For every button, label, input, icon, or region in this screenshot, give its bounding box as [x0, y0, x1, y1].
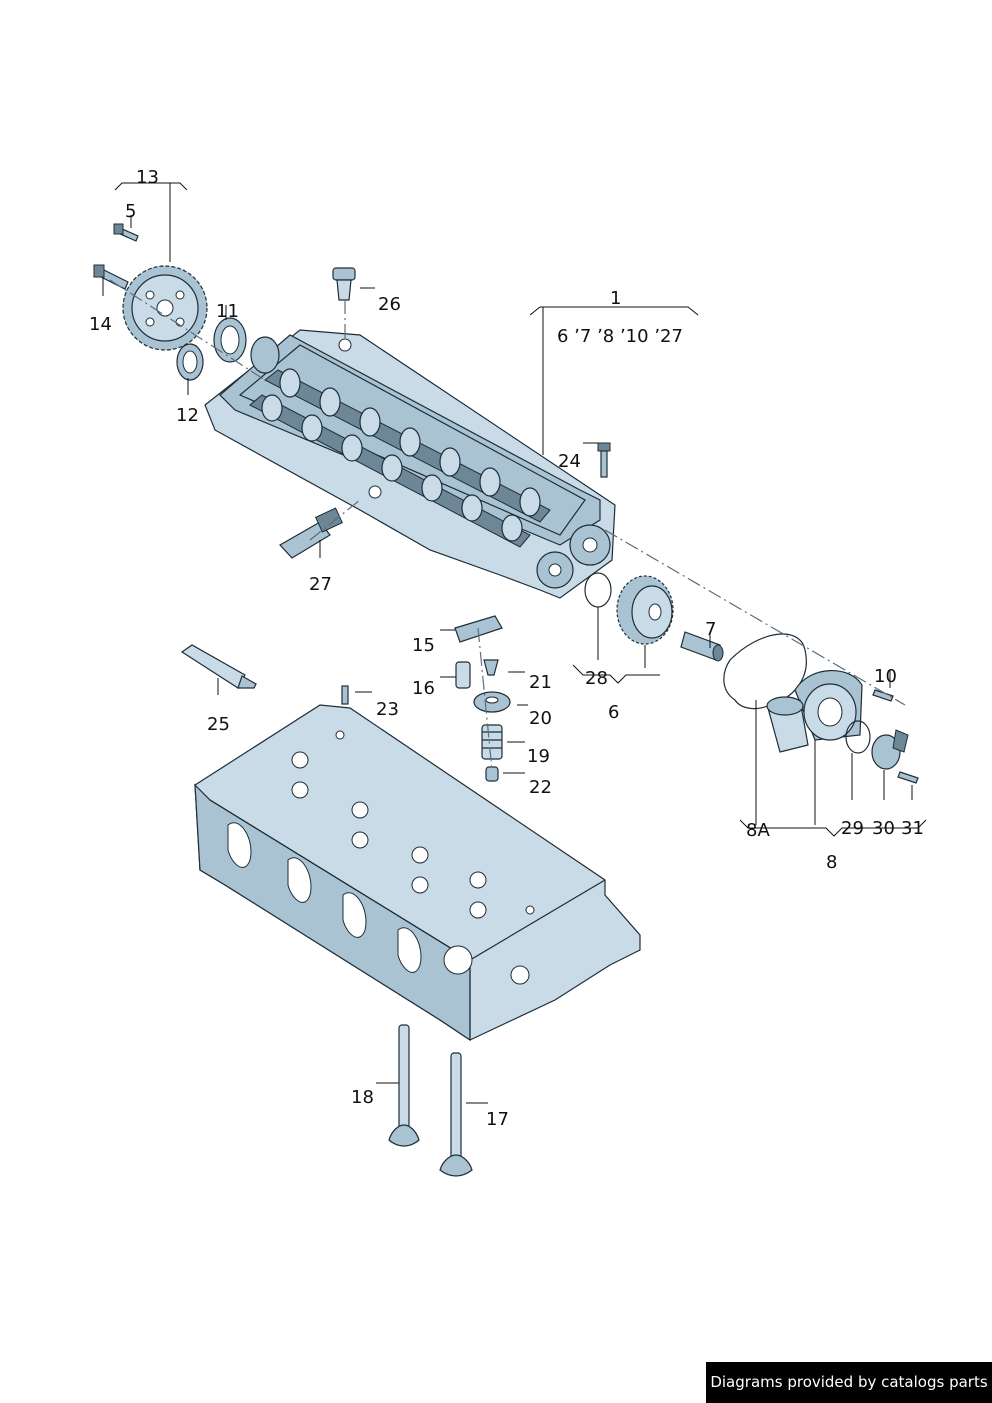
label-11: 11 [216, 301, 239, 322]
label-14: 14 [89, 314, 112, 335]
label-8a: 8A [746, 820, 770, 841]
spring-seat-20 [473, 691, 511, 713]
label-26: 26 [378, 294, 401, 315]
valve-18 [388, 1024, 420, 1147]
label-19: 19 [527, 746, 550, 767]
seal-11 [213, 317, 247, 363]
label-12: 12 [176, 405, 199, 426]
lifter-16 [455, 661, 471, 689]
bolt-14 [93, 264, 129, 290]
label-21: 21 [529, 672, 552, 693]
label-24: 24 [558, 451, 581, 472]
adjuster-6 [616, 575, 674, 645]
label-13: 13 [136, 167, 159, 188]
assembly-axis-lines [109, 279, 906, 771]
label-17: 17 [486, 1109, 509, 1130]
sensor-27 [279, 507, 344, 559]
o-ring-28 [584, 572, 612, 608]
label-16: 16 [412, 678, 435, 699]
label-25: 25 [207, 714, 230, 735]
label-6: 6 [608, 702, 619, 723]
plug-26 [332, 267, 356, 301]
valve-7 [680, 631, 724, 662]
label-18: 18 [351, 1087, 374, 1108]
credit-banner: Diagrams provided by catalogs parts [706, 1362, 992, 1403]
camshaft-housing [204, 329, 616, 599]
camshaft-sprocket [122, 265, 208, 351]
valve-30 [871, 729, 909, 770]
label-1-subparts: 6 ʼ7 ʼ8 ʼ10 ʼ27 [557, 326, 683, 347]
o-ring-29 [845, 720, 871, 754]
camshaft-lower [249, 394, 531, 548]
gasket-8a [723, 633, 807, 710]
label-10: 10 [874, 666, 897, 687]
label-1: 1 [610, 288, 621, 309]
leader-lines [102, 182, 927, 1104]
cylinder-head [194, 704, 641, 1042]
callout-labels: 13 5 14 11 12 26 1 6 ʼ7 ʼ8 ʼ10 ʼ27 24 27… [89, 167, 924, 1130]
label-22: 22 [529, 777, 552, 798]
bolt-10 [872, 689, 894, 702]
vacuum-pump-8 [766, 670, 863, 753]
valve-17 [439, 1052, 473, 1177]
label-5: 5 [125, 201, 136, 222]
bolt-31 [897, 771, 919, 784]
label-7: 7 [705, 619, 716, 640]
bolt-24 [597, 442, 611, 478]
label-27: 27 [309, 574, 332, 595]
pin-23 [341, 685, 349, 705]
label-15: 15 [412, 635, 435, 656]
sealant-tube-25 [180, 644, 257, 689]
seal-12 [176, 343, 204, 381]
label-8: 8 [826, 852, 837, 873]
label-30: 30 [872, 818, 895, 839]
seal-22 [485, 766, 499, 782]
spring-19 [481, 724, 503, 760]
keeper-21 [483, 659, 499, 676]
bolt-5 [113, 223, 139, 242]
camshaft-upper [264, 368, 551, 523]
label-20: 20 [529, 708, 552, 729]
label-28: 28 [585, 668, 608, 689]
label-31: 31 [901, 818, 924, 839]
label-29: 29 [841, 818, 864, 839]
label-23: 23 [376, 699, 399, 720]
